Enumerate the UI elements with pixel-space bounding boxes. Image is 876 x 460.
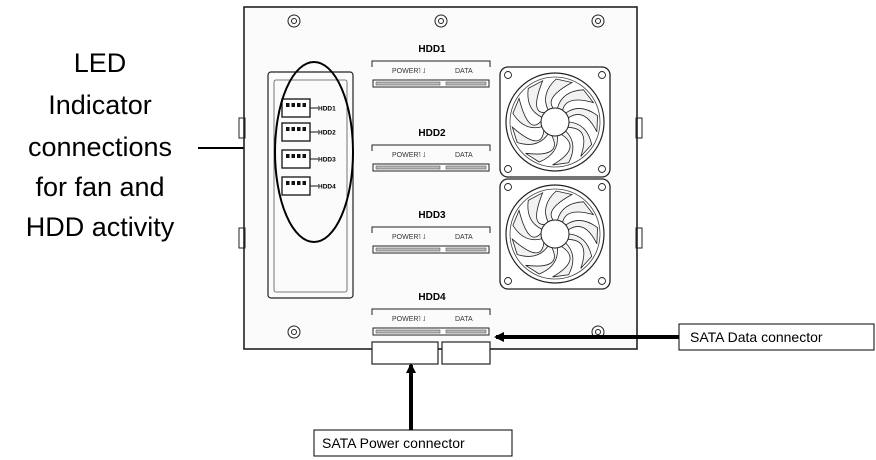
slot-divider-glyph: ˥ ˩ [418, 67, 426, 75]
power-label: POWER [392, 68, 418, 75]
led-connector-label: HDD4 [318, 184, 336, 191]
hdd-slot-title: HDD2 [418, 128, 446, 139]
label-line-3: connections [28, 132, 172, 162]
led-highlight-ellipse [274, 61, 354, 243]
screw-icon [434, 14, 448, 28]
led-connector: HDD3 [281, 149, 336, 169]
power-connector-label: SATA Power connector [322, 435, 465, 451]
fan-icon [499, 66, 611, 178]
led-connector-label: HDD3 [318, 157, 336, 164]
led-connector: HDD1 [281, 98, 336, 118]
led-connector-label: HDD2 [318, 130, 336, 137]
label-line-5: HDD activity [26, 212, 175, 242]
connector-housings [371, 341, 491, 365]
data-connector-label: SATA Data connector [690, 329, 823, 345]
data-label: DATA [455, 68, 473, 75]
data-connector-callout: SATA Data connector [678, 323, 875, 351]
slot-divider-glyph: ˥ ˩ [418, 151, 426, 159]
power-connector-callout: SATA Power connector [313, 429, 513, 457]
label-line-4: for fan and [35, 172, 164, 202]
led-connector: HDD2 [281, 122, 336, 142]
slot-divider-glyph: ˥ ˩ [418, 315, 426, 323]
led-indicator-label: LED Indicator connections for fan and HD… [26, 48, 175, 242]
led-connector-label: HDD1 [318, 106, 336, 113]
power-label: POWER [392, 152, 418, 159]
screw-icon [287, 325, 301, 339]
data-label: DATA [455, 234, 473, 241]
hdd-slot-title: HDD4 [418, 292, 446, 303]
led-connector: HDD4 [281, 176, 336, 196]
hdd-slot-title: HDD1 [418, 44, 446, 55]
fan-icon [499, 178, 611, 290]
power-label: POWER [392, 234, 418, 241]
label-line-2: Indicator [48, 90, 152, 120]
screw-icon [591, 14, 605, 28]
data-label: DATA [455, 316, 473, 323]
fans [499, 66, 611, 290]
power-label: POWER [392, 316, 418, 323]
hdd-slot-title: HDD3 [418, 210, 446, 221]
label-line-1: LED [74, 48, 127, 78]
data-label: DATA [455, 152, 473, 159]
screw-icon [287, 14, 301, 28]
slot-divider-glyph: ˥ ˩ [418, 233, 426, 241]
